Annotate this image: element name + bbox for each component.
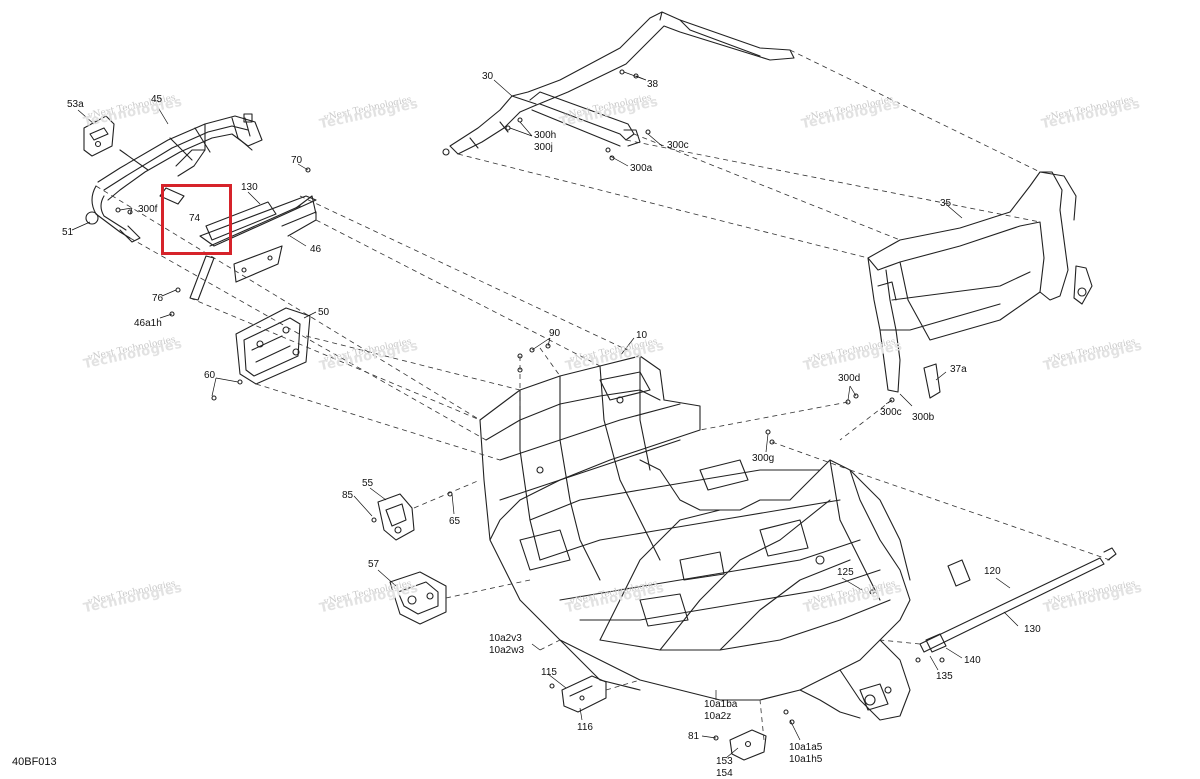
callout-300h[interactable]: 300h [534, 130, 557, 141]
callout-140[interactable]: 140 [964, 655, 981, 666]
callout-90[interactable]: 90 [549, 328, 561, 339]
side-rail-part [915, 547, 1117, 663]
bracket-57-part [389, 571, 447, 625]
callout-116[interactable]: 116 [577, 722, 593, 733]
callout-130[interactable]: 130 [241, 182, 258, 193]
callout-125[interactable]: 125 [837, 567, 854, 578]
callout-46[interactable]: 46 [310, 244, 322, 255]
callout-154[interactable]: 154 [716, 768, 733, 779]
callout-300j[interactable]: 300j [534, 142, 553, 153]
callout-10a1a5[interactable]: 10a1a5 [789, 742, 823, 753]
callout-51[interactable]: 51 [62, 227, 74, 238]
callout-45[interactable]: 45 [151, 94, 163, 105]
bracket-55-part [377, 493, 415, 541]
callout-46a1h[interactable]: 46a1h [134, 318, 162, 329]
callout-10a2w3[interactable]: 10a2w3 [489, 645, 525, 656]
callout-300c-top[interactable]: 300c [667, 140, 689, 151]
callout-130-rail[interactable]: 130 [1024, 624, 1041, 635]
roof-part [442, 11, 795, 156]
callout-300d[interactable]: 300d [838, 373, 861, 384]
callout-300c-rear[interactable]: 300c [880, 407, 902, 418]
alignment-lines [95, 49, 1111, 741]
bracket-116-part [561, 675, 607, 713]
callout-10a2v3[interactable]: 10a2v3 [489, 633, 522, 644]
label-leaders [71, 71, 1019, 759]
callout-300a[interactable]: 300a [630, 163, 653, 174]
callout-60[interactable]: 60 [204, 370, 216, 381]
callout-65[interactable]: 65 [449, 516, 461, 527]
callout-55[interactable]: 55 [362, 478, 374, 489]
callout-76[interactable]: 76 [152, 293, 164, 304]
callout-10a2z[interactable]: 10a2z [704, 711, 732, 722]
callout-35[interactable]: 35 [940, 198, 952, 209]
bracket-153-part [729, 729, 767, 761]
callout-53a[interactable]: 53a [67, 99, 84, 110]
front-cage-part [85, 113, 263, 243]
fasteners [115, 69, 945, 741]
callout-10a1h5[interactable]: 10a1h5 [789, 754, 823, 765]
callout-37a[interactable]: 37a [950, 364, 967, 375]
callout-81[interactable]: 81 [688, 731, 700, 742]
callout-135[interactable]: 135 [936, 671, 953, 682]
bracket-50-part [235, 307, 311, 385]
callout-300b[interactable]: 300b [912, 412, 935, 423]
callout-120[interactable]: 120 [984, 566, 1001, 577]
callout-30[interactable]: 30 [482, 71, 494, 82]
callout-115[interactable]: 115 [541, 667, 557, 678]
callout-74[interactable]: 74 [189, 213, 201, 224]
callout-85[interactable]: 85 [342, 490, 354, 501]
callout-70[interactable]: 70 [291, 155, 303, 166]
callout-153[interactable]: 153 [716, 756, 733, 767]
rear-cage-part [867, 171, 1093, 399]
main-frame-part [479, 355, 911, 721]
callout-10a1ba[interactable]: 10a1ba [704, 699, 738, 710]
callout-38[interactable]: 38 [647, 79, 659, 90]
diagram-code: 40BF013 [12, 756, 57, 768]
callout-300f[interactable]: 300f [138, 204, 158, 215]
callout-300g[interactable]: 300g [752, 453, 775, 464]
highlight-box [161, 184, 232, 255]
callout-10[interactable]: 10 [636, 330, 648, 341]
callout-57[interactable]: 57 [368, 559, 380, 570]
callout-50[interactable]: 50 [318, 307, 330, 318]
bracket-53a-part [83, 115, 115, 157]
